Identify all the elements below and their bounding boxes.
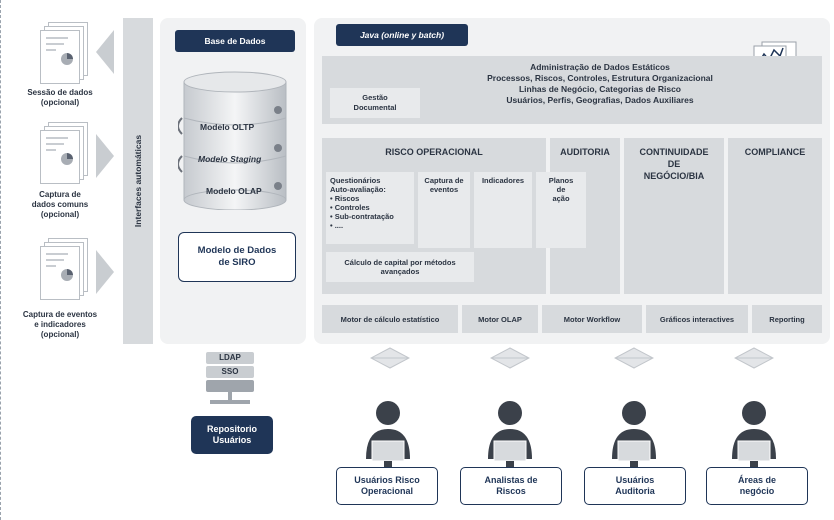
admin-text: Administração de Dados Estáticos Process…	[440, 62, 760, 106]
user-group-analistas: Analistas de Riscos	[460, 467, 562, 505]
planos-box: Planos de ação	[536, 172, 586, 248]
user-group-areas: Áreas de negócio	[706, 467, 808, 505]
interfaces-label: Interfaces automáticas	[133, 134, 143, 228]
connector-diamond-icon	[370, 347, 410, 369]
db-layer-olap: Modelo OLAP	[206, 186, 262, 196]
continuidade-column	[624, 138, 724, 294]
engine-olap: Motor OLAP	[462, 305, 538, 333]
user-at-computer-icon	[732, 401, 776, 470]
document-stack-icon-3	[40, 238, 88, 300]
input-label-2: Captura de dados comuns (opcional)	[31, 190, 89, 219]
compliance-column	[728, 138, 822, 294]
input-label-1: Sessão de dados (opcional)	[27, 88, 93, 107]
connector-diamond-icon	[734, 347, 774, 369]
engine-workflow: Motor Workflow	[542, 305, 642, 333]
continuidade-heading: CONTINUIDADE DE NEGÓCIO/BIA	[639, 147, 709, 181]
db-layer-oltp: Modelo OLTP	[200, 122, 255, 132]
connector-diamond-icon	[614, 347, 654, 369]
page-border-dashed	[0, 0, 1, 520]
siro-model-box: Modelo de Dados de SIRO	[178, 232, 296, 282]
java-header: Java (online y batch)	[336, 24, 468, 46]
indicadores-box: Indicadores	[474, 172, 532, 248]
auditoria-heading: AUDITORIA	[560, 147, 610, 157]
engine-graficos: Gráficos interactives	[646, 305, 748, 333]
document-stack-icon-2	[40, 122, 88, 184]
admin-line-1: Processos, Riscos, Controles, Estrutura …	[487, 73, 713, 83]
database-header: Base de Dados	[175, 30, 295, 52]
calculo-capital-box: Cálculo de capital por métodos avançados	[326, 252, 474, 282]
admin-title: Administração de Dados Estáticos	[530, 62, 670, 72]
user-at-computer-icon	[366, 401, 410, 470]
engine-reporting: Reporting	[752, 305, 822, 333]
ldap-label: LDAP	[219, 353, 241, 362]
admin-line-3: Usuários, Perfis, Geografias, Dados Auxi…	[506, 95, 694, 105]
compliance-heading: COMPLIANCE	[744, 147, 806, 157]
arrow-right-icon	[96, 250, 114, 294]
document-stack-icon-1	[40, 22, 88, 84]
input-label-3: Captura de eventos e indicadores (opcion…	[22, 310, 98, 339]
database-cylinder-icon	[178, 71, 287, 210]
connector-diamond-icon	[490, 347, 530, 369]
admin-line-2: Linhas de Negócio, Categorias de Risco	[518, 84, 681, 94]
gestao-documental-box: Gestão Documental	[330, 88, 420, 118]
db-layer-staging: Modelo Staging	[198, 154, 262, 164]
user-group-auditoria: Usuários Auditoria	[584, 467, 686, 505]
arrow-left-icon	[96, 30, 114, 74]
repositorio-usuarios-box: Repositorio Usuários	[191, 416, 273, 454]
captura-eventos-box: Captura de eventos	[418, 172, 470, 248]
server-icon	[206, 352, 254, 404]
engine-estatistico: Motor de cálculo estatístico	[322, 305, 458, 333]
arrow-right-icon	[96, 134, 114, 178]
risco-heading: RISCO OPERACIONAL	[385, 147, 483, 157]
interfaces-bar	[123, 18, 153, 344]
user-group-risco: Usuários Risco Operacional	[336, 467, 438, 505]
sso-label: SSO	[221, 367, 239, 376]
questionarios-box: Questionários Auto-avaliação: • Riscos •…	[326, 172, 414, 244]
user-at-computer-icon	[612, 401, 656, 470]
